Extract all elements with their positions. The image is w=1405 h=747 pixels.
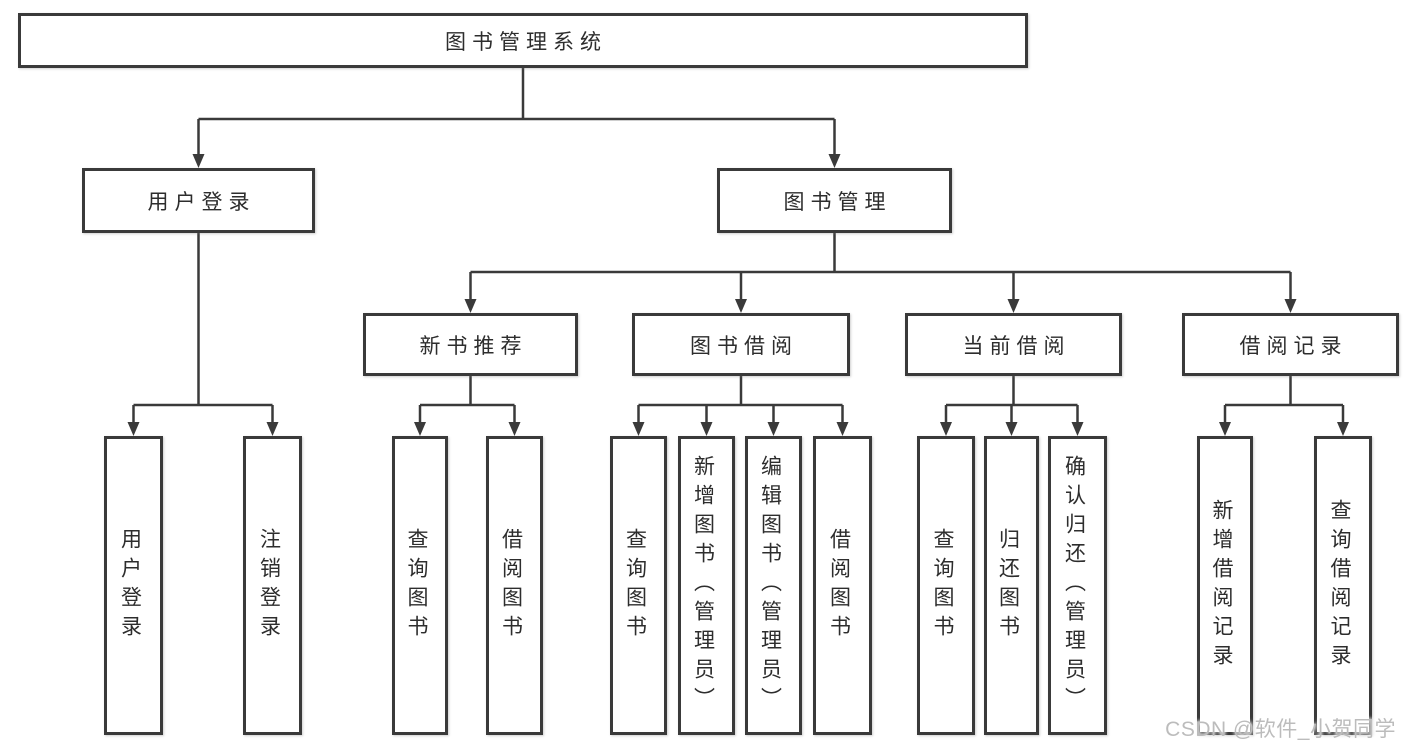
- leaf-query-books-recommend: 查询图书: [392, 436, 448, 735]
- leaf-confirm-return-admin-label: 确认归还（管理员）: [1062, 455, 1086, 716]
- leaf-add-borrow-record-label: 新增借阅记录: [1210, 498, 1233, 673]
- node-new-book-recommend: 新书推荐: [363, 313, 578, 376]
- leaf-borrow-books-label: 借阅图书: [827, 527, 851, 644]
- leaf-query-books-current-label: 查询图书: [931, 527, 954, 644]
- leaf-query-books-current: 查询图书: [917, 436, 975, 735]
- leaf-borrow-books-recommend-label: 借阅图书: [499, 527, 523, 644]
- node-current-borrow: 当前借阅: [905, 313, 1122, 376]
- node-book-borrow: 图书借阅: [632, 313, 850, 376]
- node-root-label: 图书管理系统: [445, 30, 607, 54]
- node-new-book-recommend-label: 新书推荐: [419, 334, 528, 358]
- node-current-borrow-label: 当前借阅: [962, 334, 1071, 358]
- leaf-query-borrow-record-label: 查询借阅记录: [1328, 498, 1351, 673]
- leaf-edit-books-admin: 编辑图书（管理员）: [745, 436, 802, 735]
- leaf-query-borrow-record: 查询借阅记录: [1314, 436, 1372, 735]
- leaf-query-books-recommend-label: 查询图书: [405, 527, 428, 644]
- leaf-edit-books-admin-label: 编辑图书（管理员）: [758, 455, 782, 716]
- watermark-text: CSDN @软件_小贺同学: [1165, 718, 1396, 741]
- leaf-logout: 注销登录: [243, 436, 302, 735]
- node-borrow-records: 借阅记录: [1182, 313, 1399, 376]
- leaf-add-books-admin: 新增图书（管理员）: [678, 436, 735, 735]
- leaf-user-login: 用户登录: [104, 436, 163, 735]
- node-root: 图书管理系统: [18, 13, 1028, 68]
- leaf-add-borrow-record: 新增借阅记录: [1197, 436, 1253, 735]
- node-book-management-label: 图书管理: [783, 190, 892, 214]
- node-book-borrow-label: 图书借阅: [690, 334, 798, 358]
- leaf-confirm-return-admin: 确认归还（管理员）: [1048, 436, 1107, 735]
- node-book-management: 图书管理: [717, 168, 952, 233]
- node-borrow-records-label: 借阅记录: [1239, 334, 1348, 358]
- leaf-add-books-admin-label: 新增图书（管理员）: [691, 455, 715, 716]
- leaf-return-books: 归还图书: [984, 436, 1039, 735]
- leaf-return-books-label: 归还图书: [996, 527, 1020, 644]
- node-user-login-label: 用户登录: [147, 190, 256, 214]
- leaf-query-books-borrow: 查询图书: [610, 436, 667, 735]
- node-user-login: 用户登录: [82, 168, 315, 233]
- leaf-borrow-books: 借阅图书: [813, 436, 872, 735]
- leaf-logout-label: 注销登录: [257, 527, 281, 644]
- leaf-borrow-books-recommend: 借阅图书: [486, 436, 543, 735]
- leaf-user-login-label: 用户登录: [118, 527, 142, 644]
- leaf-query-books-borrow-label: 查询图书: [623, 527, 647, 644]
